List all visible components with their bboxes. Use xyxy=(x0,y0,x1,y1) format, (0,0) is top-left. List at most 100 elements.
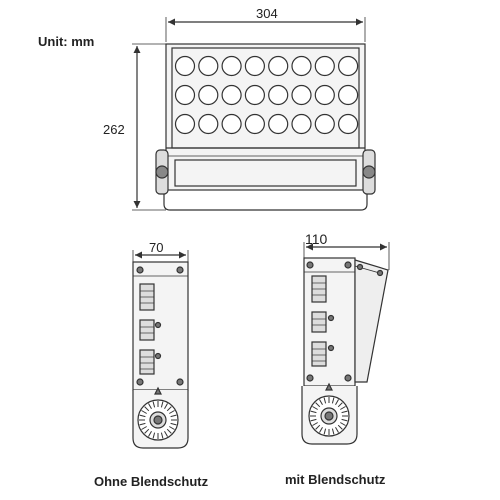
side-screw-br xyxy=(176,378,184,386)
led-lens xyxy=(198,55,219,77)
side-screw-bl xyxy=(136,378,144,386)
led-lens xyxy=(244,55,265,77)
led-lens xyxy=(291,55,312,77)
dial-tick xyxy=(144,406,150,412)
dial-tick xyxy=(170,414,177,418)
side-vent-2 xyxy=(139,319,155,341)
dial-tick xyxy=(315,424,321,430)
front-housing xyxy=(165,43,366,191)
dial-tick xyxy=(319,399,323,405)
side-dial-indicator xyxy=(154,386,162,395)
dial-tick xyxy=(139,422,146,426)
led-lens xyxy=(268,55,289,77)
side-view-with-shield xyxy=(301,242,390,445)
led-lens xyxy=(314,55,335,77)
shield-dial-ticks xyxy=(310,397,348,435)
shield-dial-center xyxy=(324,411,334,421)
dial-tick xyxy=(152,432,156,439)
shield-vent-3 xyxy=(311,341,327,367)
dial-tick xyxy=(170,422,177,426)
dial-tick xyxy=(139,414,146,418)
led-grid xyxy=(174,55,359,135)
dial-tick xyxy=(164,431,168,437)
front-bottom-panel xyxy=(174,159,357,187)
side-screw-tl xyxy=(136,266,144,274)
shield-width-label: 110 xyxy=(305,231,328,247)
side-view-without-shield xyxy=(132,250,189,449)
front-view xyxy=(132,17,376,211)
dial-tick xyxy=(335,399,339,405)
front-height-label: 262 xyxy=(103,122,125,137)
front-knob-right xyxy=(362,165,376,179)
side-bolt-1 xyxy=(154,321,162,329)
dial-tick xyxy=(341,418,348,422)
led-lens xyxy=(338,84,359,106)
side-vent-3 xyxy=(139,349,155,375)
dial-tick xyxy=(341,410,348,414)
led-lens xyxy=(291,113,312,135)
dial-tick xyxy=(340,422,346,426)
led-lens xyxy=(314,84,335,106)
led-lens xyxy=(268,113,289,135)
led-lens xyxy=(174,113,196,135)
dial-tick xyxy=(310,418,317,422)
dial-tick xyxy=(152,401,156,408)
shield-screw-bl xyxy=(306,374,314,382)
side-screw-tr xyxy=(176,266,184,274)
dial-tick xyxy=(160,432,164,439)
led-lens xyxy=(221,84,242,106)
dial-tick xyxy=(144,428,150,434)
dial-tick xyxy=(337,424,343,430)
dial-tick xyxy=(337,402,343,408)
shield-screw-tl xyxy=(306,261,314,269)
side-dial-center xyxy=(153,415,163,425)
dial-tick xyxy=(141,426,147,430)
front-width-label: 304 xyxy=(256,6,278,21)
led-lens xyxy=(198,113,219,135)
dial-tick xyxy=(312,422,318,426)
led-lens xyxy=(338,55,359,77)
glare-shield-screw-a xyxy=(356,263,364,271)
led-lens xyxy=(198,84,219,106)
dial-tick xyxy=(148,431,152,437)
dial-tick xyxy=(319,427,323,433)
unit-label: Unit: mm xyxy=(38,34,95,49)
glare-shield xyxy=(354,259,389,383)
dial-tick xyxy=(164,403,168,409)
led-lens xyxy=(268,84,289,106)
glare-shield-screw-b xyxy=(376,269,384,277)
dial-tick xyxy=(331,397,335,404)
shield-bolt-2 xyxy=(327,344,335,352)
side-bolt-2 xyxy=(154,352,162,360)
caption-with-shield: mit Blendschutz xyxy=(285,472,386,487)
shield-vent-2 xyxy=(311,311,327,333)
side-dial-ticks xyxy=(139,401,177,439)
shield-bolt-1 xyxy=(327,314,335,322)
led-lens xyxy=(338,113,359,135)
front-mount-bracket xyxy=(163,194,368,211)
dial-tick xyxy=(323,428,327,435)
led-lens xyxy=(221,55,242,77)
front-knob-left xyxy=(155,165,169,179)
led-lens xyxy=(314,113,335,135)
dial-tick xyxy=(169,410,175,414)
dial-tick xyxy=(310,410,317,414)
led-lens xyxy=(244,113,265,135)
dial-tick xyxy=(335,427,339,433)
side-width-label: 70 xyxy=(149,240,164,255)
led-lens xyxy=(174,84,196,106)
dial-tick xyxy=(166,406,172,412)
dial-tick xyxy=(160,401,164,408)
led-lens xyxy=(221,113,242,135)
caption-without-shield: Ohne Blendschutz xyxy=(94,474,209,489)
dial-tick xyxy=(315,402,321,408)
led-lens xyxy=(244,84,265,106)
dial-tick xyxy=(331,428,335,435)
led-lens xyxy=(174,55,196,77)
dial-tick xyxy=(340,406,346,410)
shield-screw-br xyxy=(344,374,352,382)
dial-tick xyxy=(312,406,318,410)
led-lens xyxy=(291,84,312,106)
dial-tick xyxy=(141,410,147,414)
